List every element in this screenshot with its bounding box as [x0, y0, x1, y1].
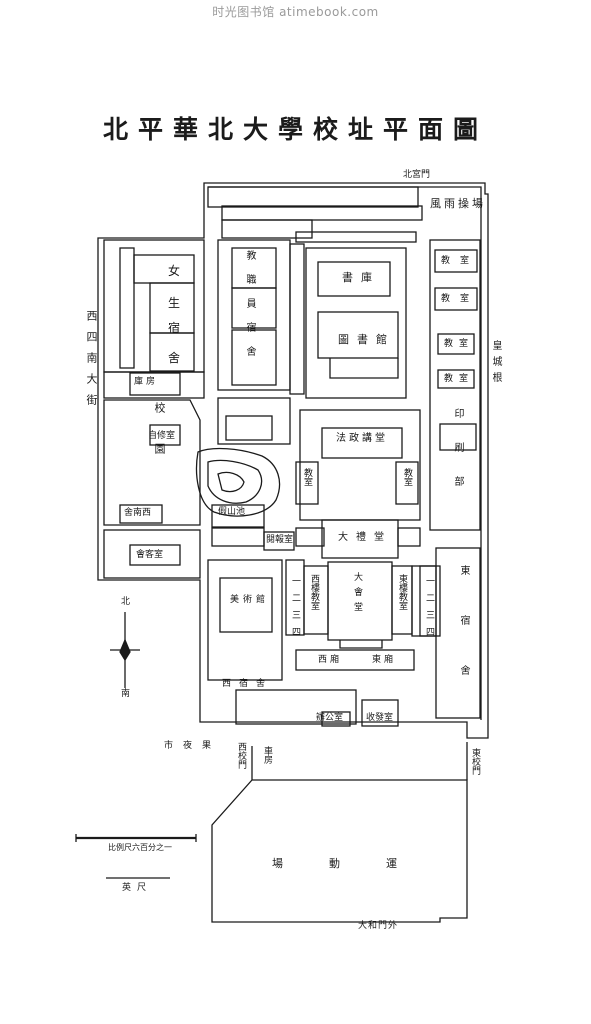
- office-label: 辦公室: [316, 713, 344, 723]
- numbers-east-label: 一二三四: [424, 576, 434, 644]
- storage-label: 庫房: [134, 377, 159, 387]
- scale-text-label: 比例尺六百分之一: [108, 843, 172, 852]
- great-hall-label: 大會堂: [352, 572, 362, 617]
- classroom-a-label: 教室: [302, 468, 312, 486]
- compass-south-label: 南: [121, 689, 131, 699]
- teachers-dorm-label: 教職員宿舍: [244, 250, 255, 370]
- garage-label: 車房: [262, 746, 272, 764]
- classroom-d-label: 教室: [441, 294, 480, 304]
- west-dorm-south-label: 西宿舍: [222, 679, 274, 689]
- east-classrooms-label: 東樓教室: [397, 574, 407, 610]
- dorm-female-label: 女: [168, 264, 181, 278]
- dorm-room-w-label: 舍南西: [124, 508, 152, 518]
- west-street-label: 西四南大街: [85, 310, 98, 415]
- market-label: 市夜果: [164, 741, 222, 751]
- north-gate-label: 北宮門: [403, 170, 431, 180]
- west-rows-label: 西廂: [318, 655, 343, 665]
- printing-label: 印刷部: [452, 408, 463, 510]
- numbers-west-label: 一二三四: [290, 576, 300, 644]
- dorm-sheng-label: 生: [168, 296, 181, 310]
- classroom-c-label: 教室: [441, 256, 480, 266]
- ticket-label: 收發室: [366, 713, 394, 723]
- dorm-su-label: 宿: [168, 321, 181, 335]
- classroom-b-label: 教室: [402, 468, 412, 486]
- west-classrooms-label: 西樓教室: [309, 574, 319, 610]
- east-dorm-label: 東宿舍: [458, 565, 469, 715]
- east-street-label: 皇城根: [490, 340, 501, 388]
- wind-rain-ground-label: 風雨操場: [430, 197, 486, 210]
- book-storage-label: 書庫: [342, 271, 380, 284]
- library-label: 圖書館: [338, 333, 395, 346]
- scale-unit-label: 英尺: [122, 883, 153, 893]
- rear-gate-label: 大和門外: [358, 921, 399, 931]
- study-room-label: 自修室: [148, 431, 176, 441]
- compass-north-label: 北: [121, 597, 131, 607]
- classroom-e-label: 教室: [444, 339, 475, 349]
- east-rows-label: 東廂: [372, 655, 397, 665]
- classroom-f-label: 教室: [444, 374, 475, 384]
- dorm-she-label: 舍: [168, 351, 181, 365]
- art-room-label: 美術館: [230, 595, 270, 605]
- auditorium-label: 大禮堂: [338, 532, 392, 543]
- east-entrance-label: 東校門: [470, 748, 480, 775]
- school-garden-label: 校園: [153, 402, 166, 484]
- reception-label: 會客室: [136, 550, 164, 560]
- watermark: 时光图书馆 atimebook.com: [212, 5, 379, 19]
- map-title: 北平華北大學校址平面圖: [102, 115, 488, 144]
- law-hall-label: 法政講堂: [336, 433, 388, 444]
- west-entrance-label: 西校門: [236, 742, 246, 769]
- pond-label: 假山池: [218, 507, 246, 517]
- reading-room-label: 閱報室: [266, 535, 294, 545]
- playground-label: 場動運: [272, 857, 443, 870]
